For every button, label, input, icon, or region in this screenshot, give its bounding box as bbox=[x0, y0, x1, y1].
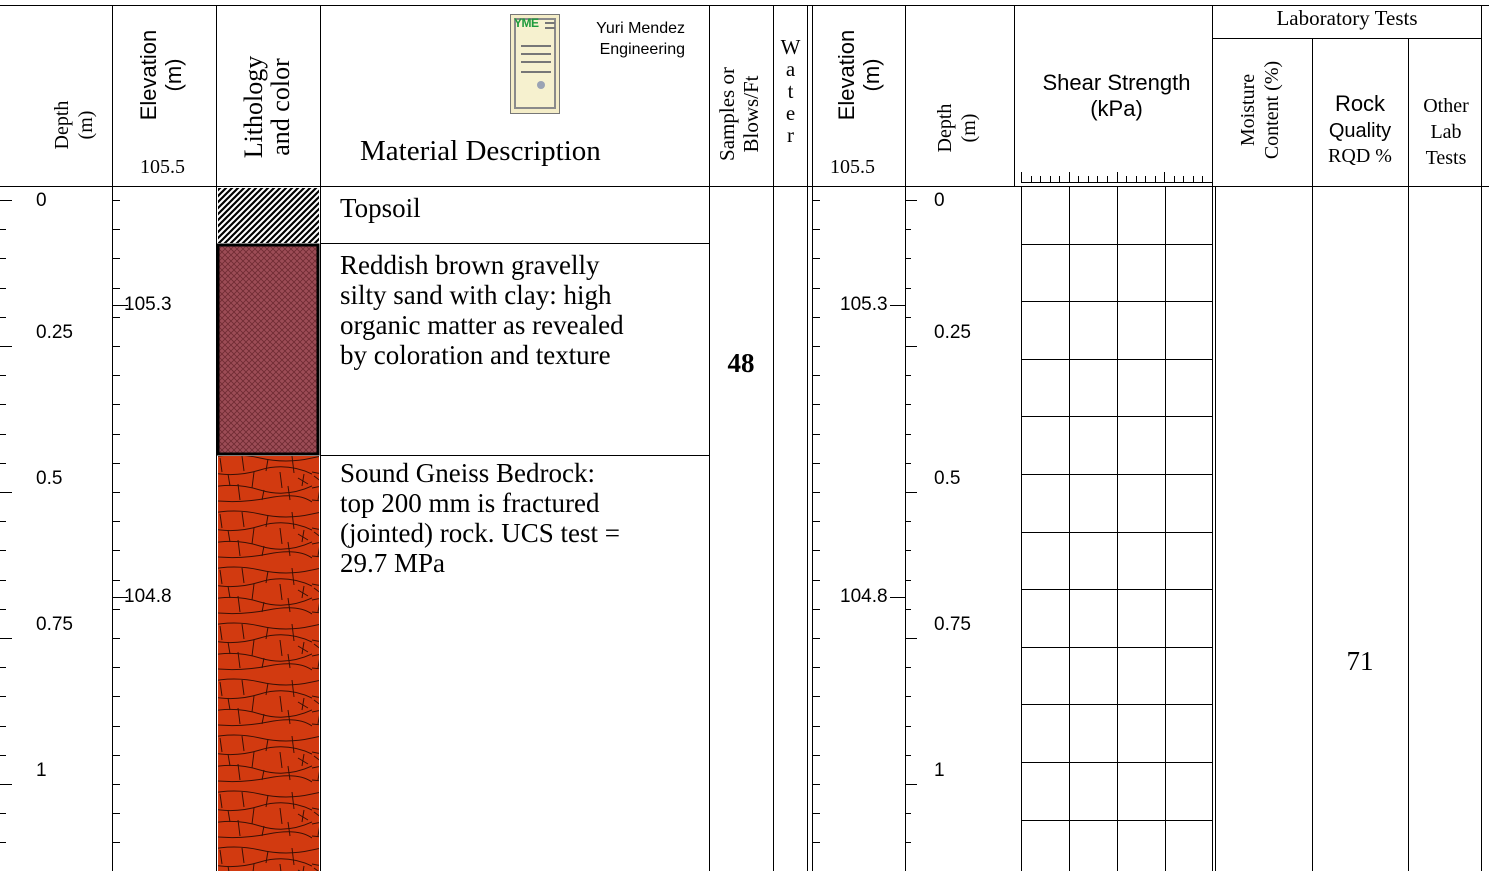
elevation-header-right: Elevation(m) 105.5 bbox=[830, 29, 884, 178]
company-logo: YME bbox=[510, 14, 560, 114]
rqd-header: Rock Quality RQD % bbox=[1328, 91, 1392, 167]
shear-strength-header: Shear Strength(kPa) bbox=[1042, 70, 1191, 121]
shear-strength-scale-ticks bbox=[1021, 172, 1213, 182]
material-description-header: Material Description bbox=[360, 135, 601, 167]
elevation-label: 104.8 bbox=[124, 586, 172, 607]
depth-header: Depth(m) bbox=[51, 100, 97, 150]
laboratory-tests-header: Laboratory Tests bbox=[1276, 6, 1418, 30]
depth-label-right: 1 bbox=[934, 760, 945, 781]
layer-description-topsoil: Topsoil bbox=[340, 193, 421, 223]
lithology-topsoil bbox=[218, 188, 319, 243]
elevation-header: Elevation(m) 105.5 bbox=[136, 29, 186, 178]
layer-description-gneiss: Sound Gneiss Bedrock: top 200 mm is frac… bbox=[340, 458, 620, 578]
sample-blows-value: 48 bbox=[727, 348, 755, 378]
layer-description-sand: Reddish brown gravelly silty sand with c… bbox=[340, 250, 624, 370]
shear-strength-grid bbox=[1021, 186, 1212, 871]
depth-label-right: 0 bbox=[934, 190, 945, 211]
lithology-sand bbox=[216, 243, 320, 456]
depth-label-right: 0.75 bbox=[934, 614, 971, 635]
elevation-label-right: 104.8 bbox=[840, 586, 888, 607]
ground-elevation: 105.5 bbox=[140, 156, 185, 178]
lithology-gneiss bbox=[218, 456, 319, 871]
depth-label-right: 0.5 bbox=[934, 468, 961, 489]
depth-label: 0.5 bbox=[36, 468, 63, 489]
depth-label: 1 bbox=[36, 760, 47, 781]
depth-label: 0.75 bbox=[36, 614, 73, 635]
elevation-label-right: 105.3 bbox=[840, 294, 888, 315]
depth-label: 0 bbox=[36, 190, 47, 211]
depth-label-right: 0.25 bbox=[934, 322, 971, 343]
depth-label: 0.25 bbox=[36, 322, 73, 343]
rqd-value: 71 bbox=[1346, 646, 1374, 676]
depth-header-right: Depth(m) bbox=[934, 103, 980, 153]
elevation-label: 105.3 bbox=[124, 294, 172, 315]
depth-scale-ticks bbox=[0, 200, 917, 843]
